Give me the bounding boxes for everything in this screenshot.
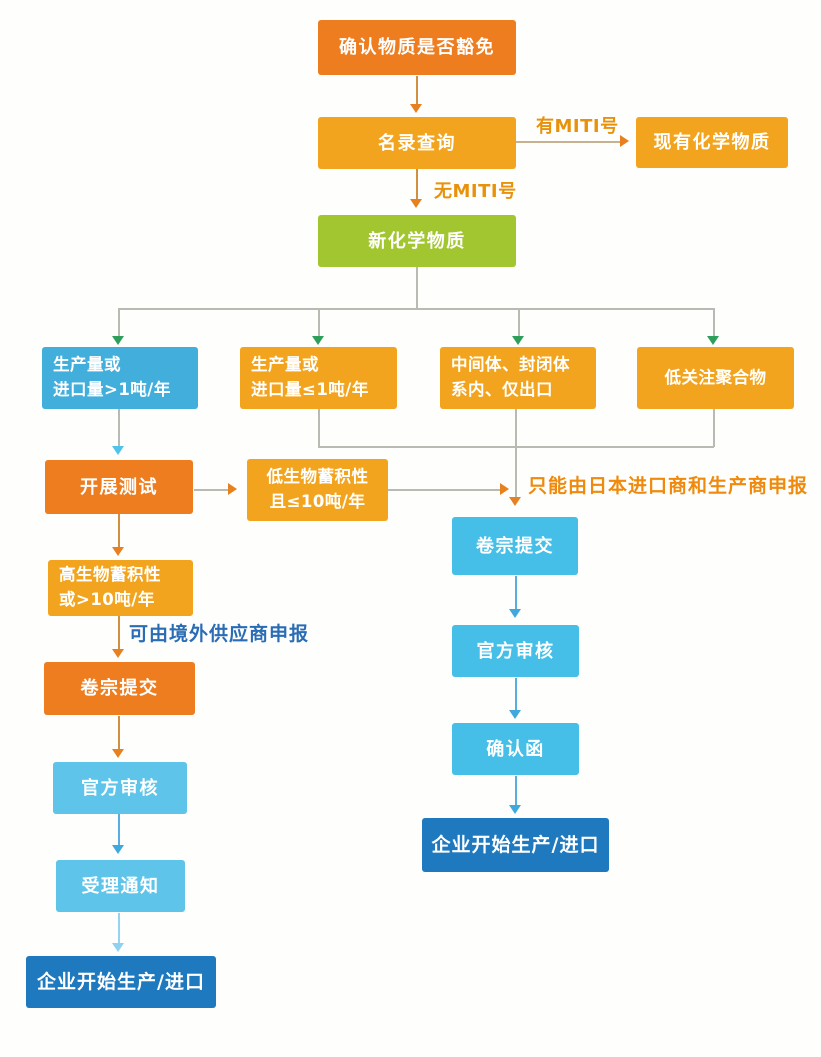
node-production-le-1t: 生产量或 进口量≤1吨/年 [240, 347, 397, 409]
connector-line [118, 514, 120, 550]
connector-line [416, 169, 418, 201]
connector-line [416, 267, 418, 308]
connector-line [713, 308, 715, 339]
connector-line [118, 308, 715, 310]
node-dossier-submission-left: 卷宗提交 [44, 662, 195, 715]
node-existing-chemical: 现有化学物质 [636, 117, 788, 168]
arrow-down-icon [112, 547, 124, 556]
arrow-down-icon [509, 609, 521, 618]
arrow-right-icon [228, 483, 237, 495]
connector-line [515, 678, 517, 713]
connector-line [416, 76, 418, 106]
edge-label-no-miti: 无MITI号 [434, 181, 517, 202]
arrow-down-icon [112, 446, 124, 455]
connector-line [118, 409, 120, 449]
node-start-production-right: 企业开始生产/进口 [422, 818, 609, 872]
node-start-production-left: 企业开始生产/进口 [26, 956, 216, 1008]
node-official-review-right: 官方审核 [452, 625, 579, 677]
connector-line [118, 814, 120, 848]
edge-label-overseas-supplier-note: 可由境外供应商申报 [129, 623, 310, 645]
node-dossier-submission-right: 卷宗提交 [452, 517, 578, 575]
arrow-down-icon [410, 199, 422, 208]
arrow-down-icon [112, 749, 124, 758]
arrow-right-icon [500, 483, 509, 495]
node-new-chemical: 新化学物质 [318, 215, 516, 267]
connector-line [388, 489, 502, 491]
node-acceptance-notice: 受理通知 [56, 860, 185, 912]
arrow-right-icon [620, 135, 629, 147]
node-intermediate-closed-export: 中间体、封闭体 系内、仅出口 [440, 347, 596, 409]
arrow-down-icon [112, 336, 124, 345]
arrow-down-icon [312, 336, 324, 345]
connector-line [318, 308, 320, 339]
connector-line [318, 409, 320, 447]
arrow-down-icon [112, 649, 124, 658]
node-high-bioaccumulation: 高生物蓄积性 或>10吨/年 [48, 560, 193, 616]
edge-label-has-miti: 有MITI号 [536, 116, 619, 137]
node-start-test: 开展测试 [45, 460, 193, 514]
arrow-down-icon [112, 943, 124, 952]
arrow-down-icon [410, 104, 422, 113]
arrow-down-icon [112, 845, 124, 854]
arrow-down-icon [512, 336, 524, 345]
node-confirm-exempt: 确认物质是否豁免 [318, 20, 516, 75]
arrow-down-icon [509, 710, 521, 719]
node-official-review-left: 官方审核 [53, 762, 187, 814]
node-low-concern-polymer: 低关注聚合物 [637, 347, 794, 409]
connector-line [118, 308, 120, 339]
node-confirmation-letter: 确认函 [452, 723, 579, 775]
edge-label-japan-only-note: 只能由日本进口商和生产商申报 [528, 475, 809, 497]
node-production-gt-1t: 生产量或 进口量>1吨/年 [42, 347, 198, 409]
connector-line [118, 716, 120, 752]
connector-line [118, 913, 120, 946]
connector-line [713, 409, 715, 447]
connector-line [515, 776, 517, 808]
connector-line [515, 576, 517, 612]
node-low-bioaccumulation: 低生物蓄积性 且≤10吨/年 [247, 459, 388, 521]
connector-line [516, 141, 622, 143]
connector-line [518, 308, 520, 339]
connector-line [194, 489, 230, 491]
arrow-down-icon [509, 805, 521, 814]
node-catalog-query: 名录查询 [318, 117, 516, 169]
connector-line [118, 616, 120, 652]
connector-line [515, 409, 517, 499]
arrow-down-icon [707, 336, 719, 345]
arrow-down-icon [509, 497, 521, 506]
